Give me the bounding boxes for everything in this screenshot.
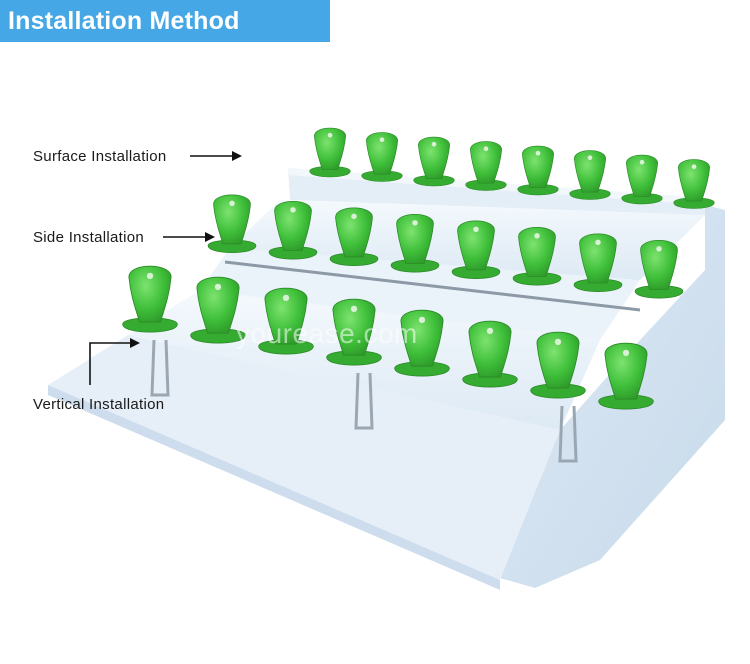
seat: [413, 136, 455, 187]
seat: [309, 127, 351, 178]
vertical-arrow: [89, 338, 140, 385]
seat: [465, 141, 507, 191]
surface-installation-label: Surface Installation: [33, 148, 167, 165]
seat: [530, 331, 586, 399]
seat: [462, 320, 518, 388]
seat: [512, 227, 562, 286]
seat: [451, 220, 501, 279]
floor-plate: [48, 335, 560, 580]
seat: [673, 159, 715, 209]
seat: [329, 207, 379, 266]
seat: [390, 214, 440, 273]
seat-leg: [558, 405, 578, 463]
seat: [326, 298, 382, 366]
seat: [394, 309, 450, 377]
seat-leg: [354, 372, 374, 430]
seat: [122, 265, 178, 333]
seat: [634, 240, 684, 299]
seat: [573, 233, 623, 292]
seat: [207, 194, 257, 253]
seat: [268, 201, 318, 260]
seats: [122, 127, 715, 463]
seat: [258, 287, 314, 355]
label-arrows: [89, 151, 242, 385]
title-banner: Installation Method: [0, 0, 330, 42]
banner-title: Installation Method: [8, 6, 240, 35]
seat: [517, 145, 559, 196]
vertical-installation-label: Vertical Installation: [33, 396, 165, 413]
seat: [621, 154, 663, 205]
seat: [569, 150, 611, 200]
side-installation-label: Side Installation: [33, 229, 145, 246]
seat: [361, 132, 403, 182]
seat: [190, 276, 246, 344]
side-mount-rail: [224, 260, 641, 312]
watermark-text: yourease.com: [236, 318, 418, 349]
seat-leg: [150, 339, 170, 397]
seat: [598, 342, 654, 410]
